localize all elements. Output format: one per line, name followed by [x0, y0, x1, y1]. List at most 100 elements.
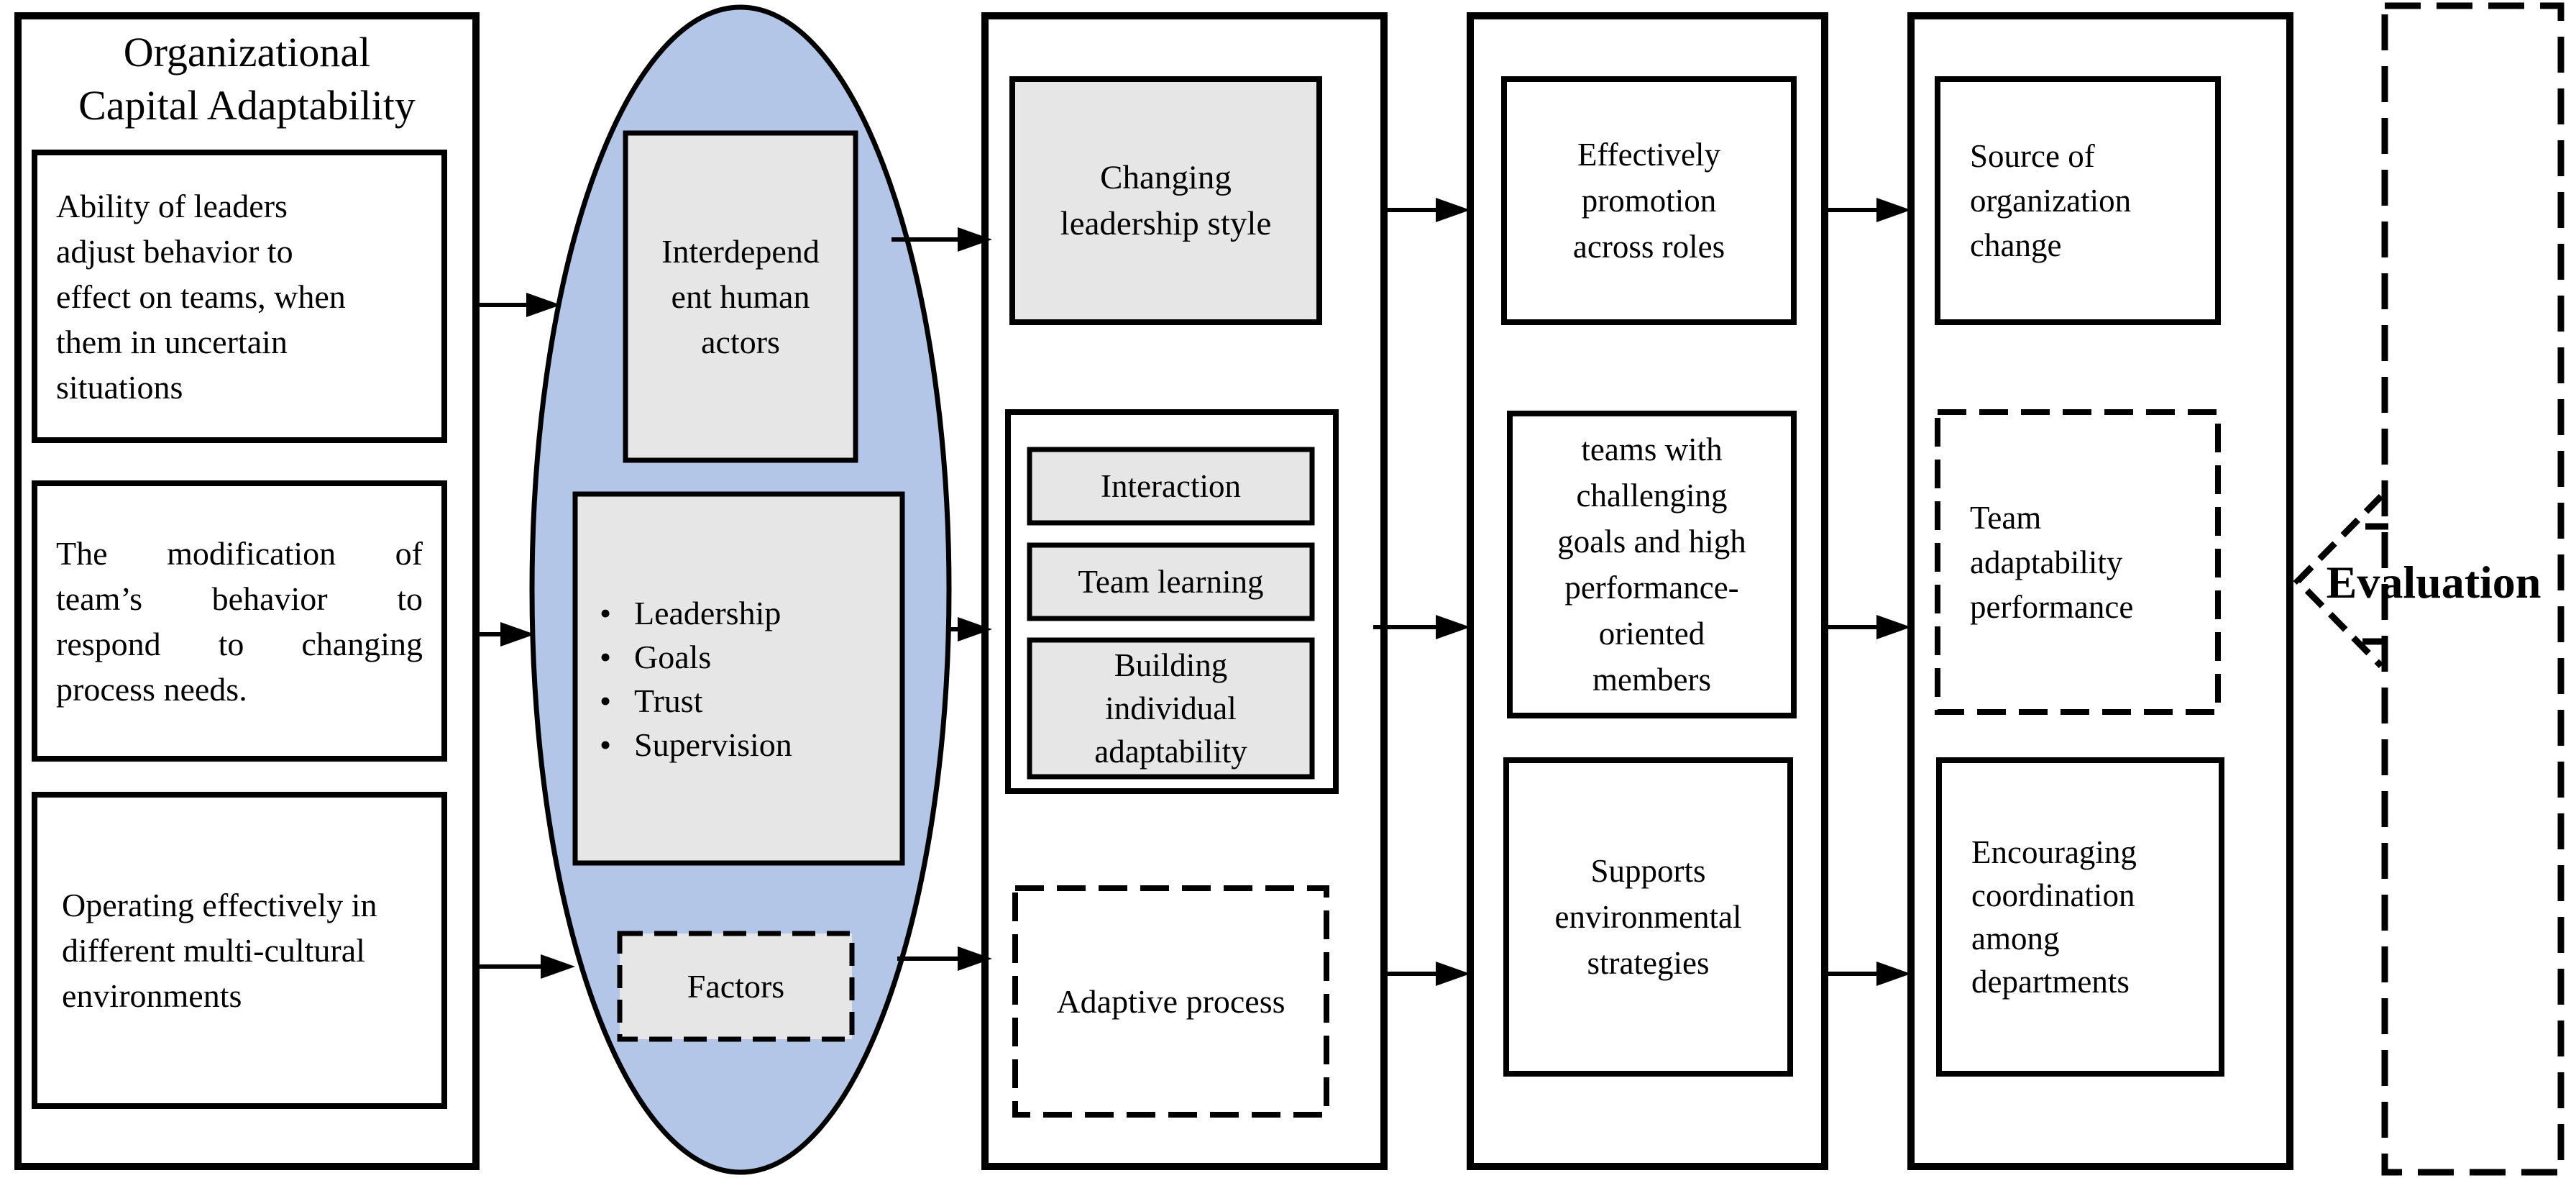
arrowhead-ellipse-col3-2	[958, 617, 992, 641]
arrowhead-col3-col4-3	[1436, 962, 1470, 986]
interdependent-actors-text: Interdepend ent human actors	[625, 133, 856, 460]
text-line: Adaptive process	[1056, 983, 1285, 1020]
text-line: adaptability	[1094, 734, 1247, 770]
text-line: teams with	[1581, 432, 1723, 467]
text-line: among	[1971, 921, 2060, 956]
col1-title: Organizational Capital Adaptability	[18, 22, 476, 137]
interaction-text: Interaction	[1030, 449, 1312, 523]
bullet-icon: •	[600, 638, 612, 675]
col4-box3-text: Supports environmental strategies	[1506, 760, 1790, 1074]
text-line: effect on teams, when	[56, 278, 346, 315]
text-line: coordination	[1971, 877, 2135, 913]
arrowhead-col4-col5-3	[1876, 962, 1911, 986]
team-adaptability-dashed-box	[1935, 409, 2221, 715]
text-line: Team	[1970, 499, 2042, 536]
col1-box1	[32, 150, 447, 443]
changing-leadership-text: Changing leadership style	[1012, 79, 1319, 322]
adaptive-process-dashed-box	[1012, 885, 1329, 1118]
col5-box3	[1936, 757, 2224, 1077]
text-line: challenging	[1576, 478, 1728, 513]
text-line: Changing	[1100, 159, 1232, 196]
text-line: adjust behavior to	[56, 232, 293, 270]
text-line: The modification of	[56, 534, 423, 572]
arrowhead-col4-col5-2	[1876, 615, 1911, 639]
bullet-list-box	[572, 491, 905, 866]
text-line: team’s behavior to	[56, 580, 423, 617]
text-line: Interdepend	[661, 233, 820, 270]
bullet-item: • Leadership	[575, 591, 781, 635]
col4-box2-text: teams with challenging goals and high pe…	[1510, 414, 1794, 716]
team-learning-box	[1027, 542, 1315, 621]
text-line: performance	[1970, 588, 2134, 625]
text-line: organization	[1970, 183, 2132, 219]
text-line: Ability of leaders	[56, 187, 288, 224]
text-line: Team learning	[1078, 564, 1264, 600]
text-line: respond to changing	[56, 625, 423, 662]
col1-box1-text: Ability of leaders adjust behavior to ef…	[35, 152, 444, 440]
text-line: different multi-cultural	[62, 932, 365, 969]
text-line: environmental	[1554, 899, 1742, 935]
title-line: Capital Adaptability	[78, 82, 416, 129]
bullet-icon: •	[600, 594, 612, 631]
col5-box1-text: Source of organization change	[1938, 79, 2218, 322]
evaluation-dashed-box	[2381, 2, 2564, 1176]
bullet-item: • Trust	[575, 679, 702, 723]
text-line: actors	[701, 324, 780, 360]
bullet-item: • Supervision	[575, 723, 792, 767]
text-line: individual	[1105, 690, 1237, 726]
text-line: process needs.	[56, 670, 247, 708]
building-adaptability-box	[1027, 637, 1315, 780]
col5-box3-text: Encouraging coordination among departmen…	[1939, 760, 2222, 1074]
team-learning-text: Team learning	[1030, 545, 1312, 618]
col1-box2-text: The modification of team’s behavior to r…	[35, 483, 444, 759]
col4-box1	[1501, 76, 1797, 325]
text-line: Building	[1114, 647, 1228, 683]
bullet-icon: •	[600, 682, 612, 719]
col1-box3	[32, 792, 447, 1109]
text-line: promotion	[1581, 183, 1717, 219]
text-line: Encouraging	[1971, 834, 2137, 870]
bullet-icon: •	[600, 726, 612, 763]
text-line: goals and high	[1557, 524, 1746, 560]
text-line: Factors	[687, 968, 785, 1005]
text-line: ent human	[671, 278, 810, 315]
arrowhead-col3-col4-1	[1436, 198, 1470, 222]
col4-box2	[1507, 411, 1797, 718]
text-line: strategies	[1587, 945, 1710, 981]
col5-box1	[1935, 76, 2221, 325]
evaluation-dashed-chevron-arrow	[2293, 493, 2384, 669]
arrowhead-ellipse-col3-3	[958, 946, 992, 971]
factors-dashed-box	[617, 931, 855, 1042]
text-line: Evaluation	[2326, 557, 2541, 608]
col4-box1-text: Effectively promotion across roles	[1504, 79, 1794, 322]
text-line: Effectively	[1577, 137, 1721, 173]
arrowhead-ellipse-col3-1	[958, 227, 992, 252]
interaction-box	[1027, 447, 1315, 526]
text-line: environments	[62, 977, 242, 1014]
col4-box3	[1503, 757, 1793, 1077]
text-line: Supports	[1590, 853, 1706, 889]
text-line: Source of	[1970, 138, 2095, 174]
arrowhead-col3-col4-2	[1436, 615, 1470, 639]
text-line: members	[1592, 662, 1711, 698]
col1-box3-text: Operating effectively in different multi…	[35, 795, 444, 1106]
adaptive-process-text: Adaptive process	[1015, 888, 1326, 1115]
arrowhead-col1-ellipse-3	[541, 954, 575, 979]
arrowhead-col1-ellipse-1	[526, 293, 561, 317]
interdependent-actors-box	[623, 130, 858, 463]
team-adaptability-text: Team adaptability performance	[1938, 412, 2218, 712]
bullet-label: Leadership	[634, 594, 781, 631]
arrowhead-col4-col5-1	[1876, 198, 1911, 222]
bullet-label: Trust	[634, 682, 703, 719]
evaluation-label: Evaluation	[2293, 529, 2574, 636]
text-line: change	[1970, 227, 2062, 263]
bullet-item: • Goals	[575, 635, 711, 679]
arrowhead-col1-ellipse-2	[500, 622, 535, 647]
text-line: leadership style	[1060, 205, 1272, 242]
building-adaptability-text: Building individual adaptability	[1030, 640, 1312, 777]
text-line: oriented	[1598, 616, 1705, 652]
text-line: departments	[1971, 964, 2130, 1000]
text-line: Operating effectively in	[62, 887, 377, 923]
title-line: Organizational	[123, 29, 371, 76]
